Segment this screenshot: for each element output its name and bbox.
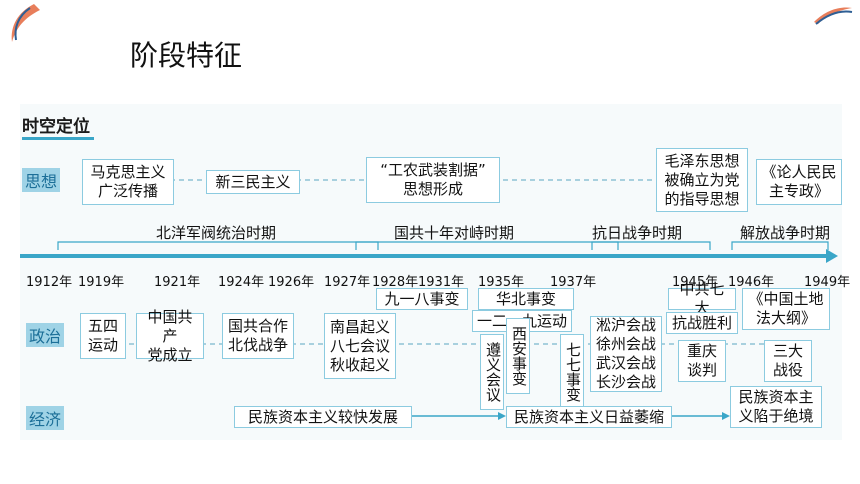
- row-label-thought: 思想: [22, 168, 60, 192]
- politics-north-china-incident: 华北事变: [478, 288, 574, 310]
- economy-desperate: 民族资本主 义陷于绝境: [730, 386, 822, 428]
- year-tick: 1945年: [672, 275, 719, 290]
- year-tick: 1946年: [728, 275, 775, 290]
- politics-zunyi-meeting: 遵义会议: [480, 334, 504, 410]
- period-beiyang: 北洋军阀统治时期: [156, 224, 277, 242]
- politics-three-campaigns: 三大 战役: [764, 340, 812, 382]
- politics-party-founded: 中国共产 党成立: [136, 308, 204, 364]
- row-label-economy: 经济: [26, 406, 64, 430]
- thought-new-three-principles: 新三民主义: [206, 170, 300, 194]
- row-label-politics: 政治: [26, 323, 64, 347]
- thought-armed-separatism: “工农武装割据” 思想形成: [366, 157, 500, 203]
- connector-lines: [20, 179, 838, 420]
- year-tick: 1927年: [324, 275, 371, 290]
- politics-xian-incident: 西安事变: [506, 318, 530, 394]
- politics-war-victory: 抗战胜利: [666, 312, 738, 334]
- corner-swoosh-left: [11, 4, 40, 42]
- politics-sept-18-incident: 九一八事变: [376, 288, 468, 310]
- politics-battles: 淞沪会战 徐州会战 武汉会战 长沙会战: [590, 316, 662, 392]
- politics-uprisings: 南昌起义 八七会议 秋收起义: [324, 313, 396, 379]
- year-tick: 1937年: [550, 275, 597, 290]
- politics-land-law: 《中国土地 法大纲》: [742, 288, 830, 330]
- year-tick: 1926年: [268, 275, 315, 290]
- politics-chongqing-negotiation: 重庆 谈判: [678, 340, 726, 382]
- period-ten-years: 国共十年对峙时期: [394, 224, 515, 242]
- period-anti-japanese: 抗日战争时期: [592, 224, 683, 242]
- politics-cooperation-northern-expedition: 国共合作 北伐战争: [222, 313, 294, 359]
- economy-shrinking: 民族资本主义日益萎缩: [506, 406, 672, 428]
- year-tick: 1921年: [154, 275, 201, 290]
- thought-marxism-spread: 马克思主义 广泛传播: [82, 159, 174, 205]
- thought-mao-zedong-thought: 毛泽东思想 被确立为党 的指导思想: [656, 148, 748, 212]
- year-tick: 1949年: [804, 275, 851, 290]
- year-tick: 1928年: [372, 275, 419, 290]
- economy-fast-development: 民族资本主义较快发展: [234, 406, 412, 428]
- year-tick: 1919年: [78, 275, 125, 290]
- year-tick: 1935年: [478, 275, 525, 290]
- thought-peoples-democratic-dictatorship: 《论人民民 主专政》: [756, 159, 842, 205]
- politics-july-7-incident: 七七事变: [560, 334, 584, 410]
- year-tick: 1912年: [26, 275, 73, 290]
- politics-may-fourth: 五四 运动: [80, 313, 126, 359]
- timeline-figure: 时空定位 思想 政治 经济 马克思主义 广泛传播 新三民主义 “工农武装割据” …: [20, 104, 850, 440]
- period-liberation: 解放战争时期: [740, 224, 831, 242]
- corner-swoosh-right: [814, 7, 853, 25]
- year-tick: 1924年: [218, 275, 265, 290]
- year-tick: 1931年: [418, 275, 465, 290]
- slide-title: 阶段特征: [130, 39, 243, 72]
- politics-seventh-congress: 中共七大: [668, 280, 736, 317]
- diagram-heading: 时空定位: [22, 112, 94, 140]
